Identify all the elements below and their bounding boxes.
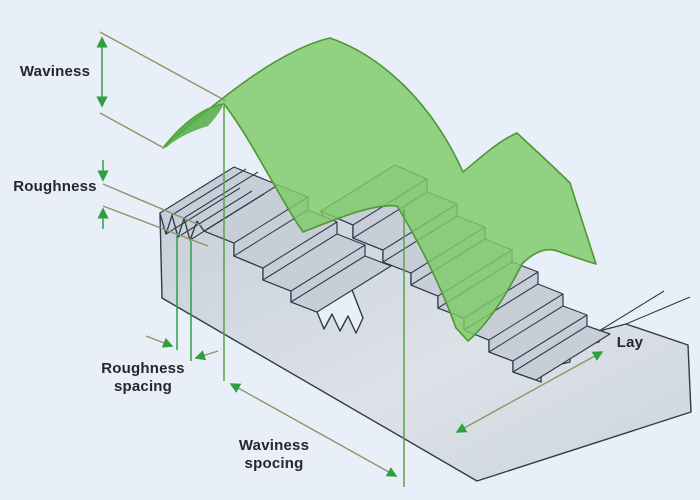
waviness-ext-bottom	[99, 112, 163, 148]
waviness-measure	[96, 31, 227, 148]
waviness-spacing-measure	[223, 106, 405, 487]
roughness-ext-bottom	[102, 205, 209, 247]
roughness-spacing-arrow-2	[194, 350, 219, 361]
roughness-ext-top	[102, 183, 203, 227]
roughness-spacing-label-line1: Roughness	[101, 360, 184, 377]
lay-label: Lay	[617, 334, 644, 351]
waviness-ext-top	[99, 31, 227, 102]
waviness-surface	[162, 37, 597, 342]
roughness-spacing-measure	[145, 236, 219, 361]
waviness-label: Waviness	[20, 63, 90, 80]
waviness-spacing-label-line1: Waviness	[239, 437, 309, 454]
waviness-surface-edge-shade	[163, 104, 224, 148]
waviness-spacing-label-line2: spocing	[245, 455, 304, 472]
roughness-spacing-label-line2: spacing	[114, 378, 172, 395]
waviness-surface-sheet	[162, 37, 597, 342]
waviness-spacing-arrow	[229, 383, 398, 477]
lay-measure	[455, 351, 604, 433]
lay-arrow	[455, 351, 604, 433]
roughness-spacing-arrow-1	[145, 335, 174, 348]
roughness-label: Roughness	[13, 178, 96, 195]
roughness-measure	[97, 160, 209, 247]
